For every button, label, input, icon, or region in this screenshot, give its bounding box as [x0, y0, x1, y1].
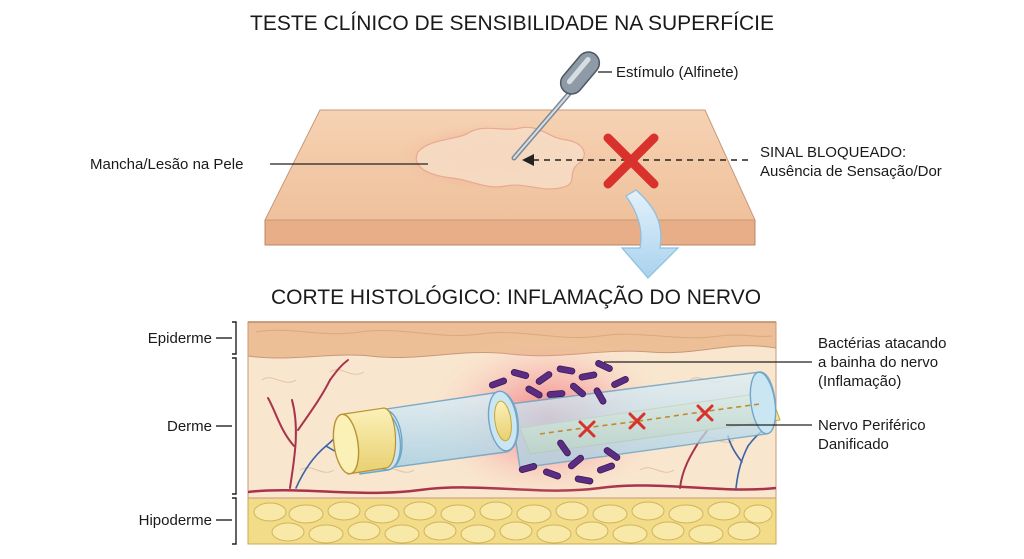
- bottom-panel-title: CORTE HISTOLÓGICO: INFLAMAÇÃO DO NERVO: [271, 285, 761, 309]
- nerve-damage-cross-icon-2: [628, 412, 646, 430]
- layer-label-hypodermis: Hipoderme: [139, 512, 212, 529]
- layer-label-epidermis: Epiderme: [148, 330, 212, 347]
- damaged-nerve: [332, 371, 781, 475]
- nerve-label-line1: Nervo Periférico: [818, 417, 926, 434]
- layer-brackets: [216, 321, 237, 545]
- nerve-label-line2: Danificado: [818, 436, 889, 453]
- bacteria-label-line3: (Inflamação): [818, 373, 901, 390]
- nerve-damage-cross-icon-3: [696, 404, 714, 422]
- blocked-signal-arrowhead-icon: [522, 154, 534, 166]
- bacteria-label-line1: Bactérias atacando: [818, 335, 946, 352]
- nerve-damage-cross-icon-1: [578, 420, 596, 438]
- signal-blocked-label-line2: Ausência de Sensação/Dor: [760, 163, 942, 180]
- transition-down-arrow-icon: [620, 189, 680, 279]
- lesion-label: Mancha/Lesão na Pele: [90, 156, 243, 173]
- layer-label-dermis: Derme: [167, 418, 212, 435]
- pin-stimulus-icon: [511, 51, 601, 161]
- skin-lesion-patch: [392, 122, 592, 194]
- signal-blocked-label-line1: SINAL BLOQUEADO:: [760, 144, 906, 161]
- top-panel-title: TESTE CLÍNICO DE SENSIBILIDADE NA SUPERF…: [250, 12, 774, 35]
- stimulus-label: Estímulo (Alfinete): [616, 64, 739, 81]
- bacteria-cluster: [488, 360, 629, 485]
- blocked-cross-icon: [603, 133, 659, 189]
- bacteria-label-line2: a bainha do nervo: [818, 354, 938, 371]
